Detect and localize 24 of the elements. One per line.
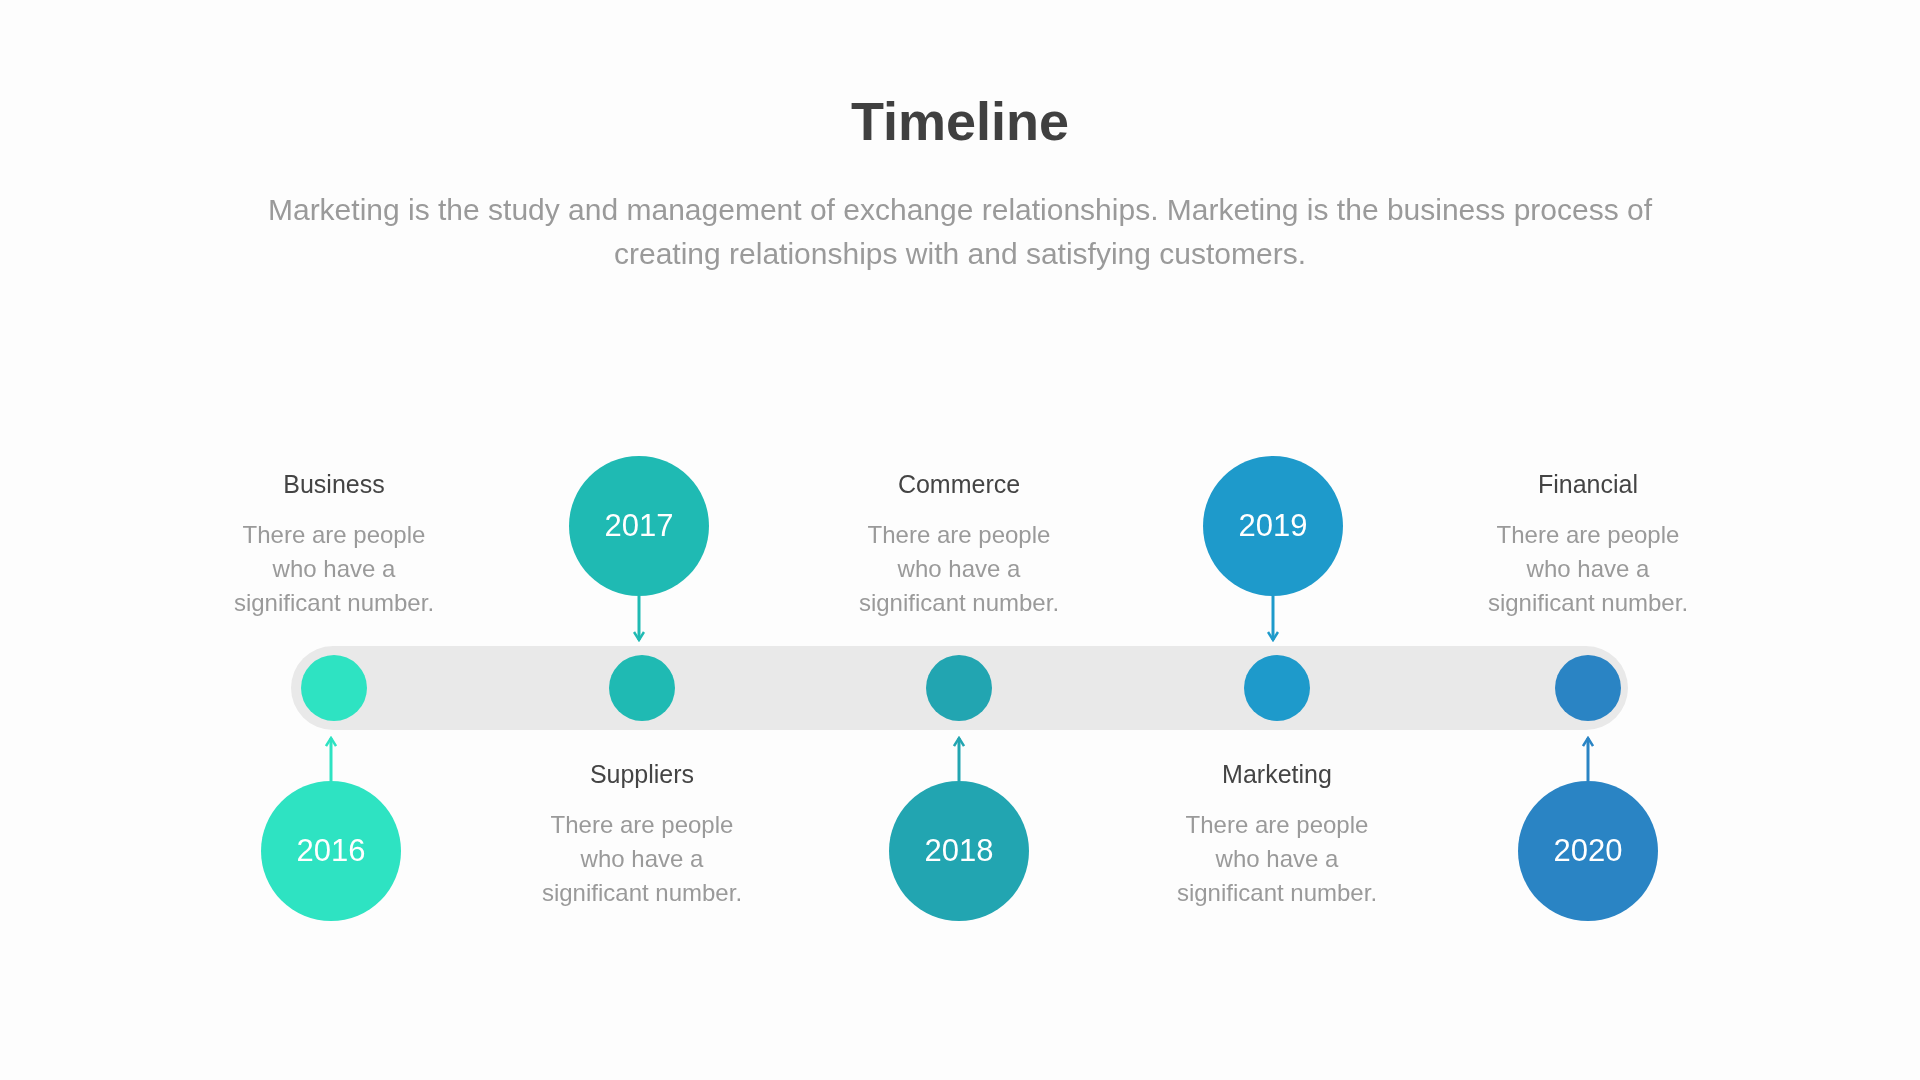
year-circle: 2019 bbox=[1203, 456, 1343, 596]
subtitle: Marketing is the study and management of exchange relationships. Marketing is the business process of creating relationships with and satisfying customers. bbox=[266, 192, 1654, 272]
arrow bbox=[952, 736, 966, 781]
year-circle: 2020 bbox=[1518, 781, 1658, 921]
item-heading: Business bbox=[282, 470, 386, 499]
title: Timeline bbox=[849, 90, 1071, 152]
timeline-dot bbox=[301, 655, 367, 721]
arrow bbox=[1266, 596, 1280, 642]
item-heading: Commerce bbox=[896, 470, 1022, 499]
arrow bbox=[632, 596, 646, 642]
item-description: There are people who have a significant number. bbox=[857, 520, 1061, 618]
timeline-dot bbox=[1555, 655, 1621, 721]
item-heading: Marketing bbox=[1221, 760, 1333, 789]
item-heading: Financial bbox=[1536, 470, 1640, 499]
item-description: There are people who have a significant number. bbox=[1175, 810, 1379, 908]
item-description: There are people who have a significant number. bbox=[540, 810, 744, 908]
year-circle: 2016 bbox=[261, 781, 401, 921]
item-heading: Suppliers bbox=[588, 760, 696, 789]
arrow bbox=[324, 736, 338, 781]
year-circle: 2017 bbox=[569, 456, 709, 596]
year-circle: 2018 bbox=[889, 781, 1029, 921]
item-description: There are people who have a significant number. bbox=[232, 520, 436, 618]
item-description: There are people who have a significant number. bbox=[1486, 520, 1690, 618]
arrow bbox=[1581, 736, 1595, 781]
